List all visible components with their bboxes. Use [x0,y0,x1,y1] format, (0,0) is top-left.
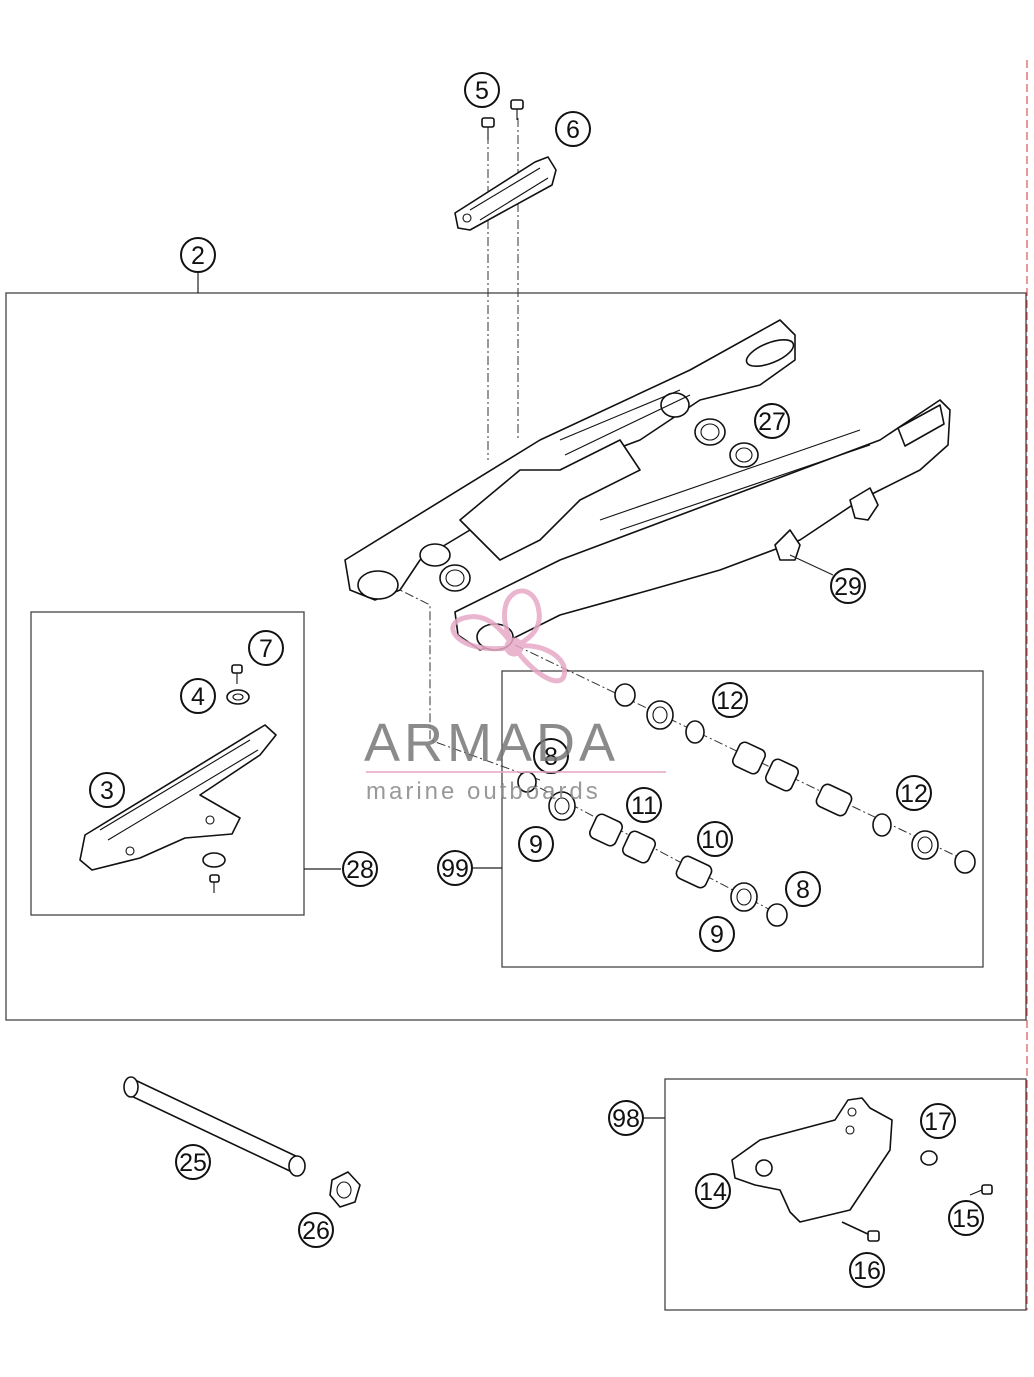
callout-12a: 12 [712,682,748,718]
washer-4 [226,689,250,705]
svg-text:8: 8 [544,743,558,771]
callout-8b: 8 [785,871,821,907]
svg-text:99: 99 [441,855,469,883]
callout-98: 98 [608,1100,644,1136]
callout-12b: 12 [896,775,932,811]
svg-text:3: 3 [100,777,114,805]
bolt-5a [481,117,495,140]
callout-10: 10 [697,821,733,857]
svg-text:16: 16 [853,1257,881,1285]
svg-text:10: 10 [701,826,729,854]
callout-4: 4 [180,678,216,714]
callout-29: 29 [830,568,866,604]
chain-guide-group-frame [664,1078,1027,1311]
callout-17: 17 [920,1103,956,1139]
callout-25: 25 [175,1144,211,1180]
svg-text:5: 5 [475,77,489,105]
callout-6: 6 [555,111,591,147]
pivot-seal-left [439,564,471,592]
svg-text:9: 9 [529,831,543,859]
upper-chain-slider [454,156,557,231]
callout-9b: 9 [699,916,735,952]
svg-text:27: 27 [758,408,786,436]
swingarm [344,319,951,651]
callout-15: 15 [948,1200,984,1236]
bolt-5b [510,99,524,120]
svg-text:11: 11 [631,792,657,820]
svg-text:12: 12 [716,687,744,715]
callout-9a: 9 [518,826,554,862]
chain-slider [79,724,277,871]
leader-29 [789,554,834,576]
callout-8a: 8 [533,738,569,774]
svg-text:26: 26 [302,1217,330,1245]
svg-text:6: 6 [566,116,580,144]
svg-text:29: 29 [834,573,862,601]
callout-27: 27 [754,403,790,439]
swingarm-group-frame [5,292,1027,1021]
svg-text:17: 17 [924,1108,952,1136]
chain-guide [731,1097,893,1223]
nut-17 [920,1150,938,1166]
svg-text:25: 25 [179,1149,207,1177]
callout-5: 5 [464,72,500,108]
callout-28: 28 [342,851,378,887]
bushing-27b [729,442,759,468]
chain-slider-group-frame [30,611,305,916]
svg-text:7: 7 [259,635,273,663]
callout-14: 14 [695,1173,731,1209]
callout-99: 99 [437,850,473,886]
bearing-kit-group-frame [501,670,984,968]
bushing-27a [694,418,726,446]
bearing-kit-upper-row [614,683,976,874]
pivot-nut [329,1171,361,1208]
svg-text:28: 28 [346,856,374,884]
svg-text:8: 8 [796,876,810,904]
bolt-16 [841,1221,880,1242]
callout-3: 3 [89,772,125,808]
svg-text:98: 98 [612,1105,640,1133]
callout-11: 11 [626,787,662,823]
svg-text:15: 15 [952,1205,980,1233]
screw-lower-slider [209,874,220,893]
bearing-kit-lower-row [517,771,788,927]
svg-text:4: 4 [191,683,205,711]
svg-text:12: 12 [900,780,928,808]
svg-text:9: 9 [710,921,724,949]
pivot-shaft [123,1076,306,1177]
washer-lower-slider [202,852,226,868]
screw-15 [969,1184,993,1196]
callout-7: 7 [248,630,284,666]
assembly-line-left-pivot [389,584,541,781]
callout-2: 2 [180,237,216,273]
svg-text:2: 2 [191,242,205,270]
callout-16: 16 [849,1252,885,1288]
callout-26: 26 [298,1212,334,1248]
screw-7 [231,664,243,684]
svg-text:14: 14 [699,1178,727,1206]
